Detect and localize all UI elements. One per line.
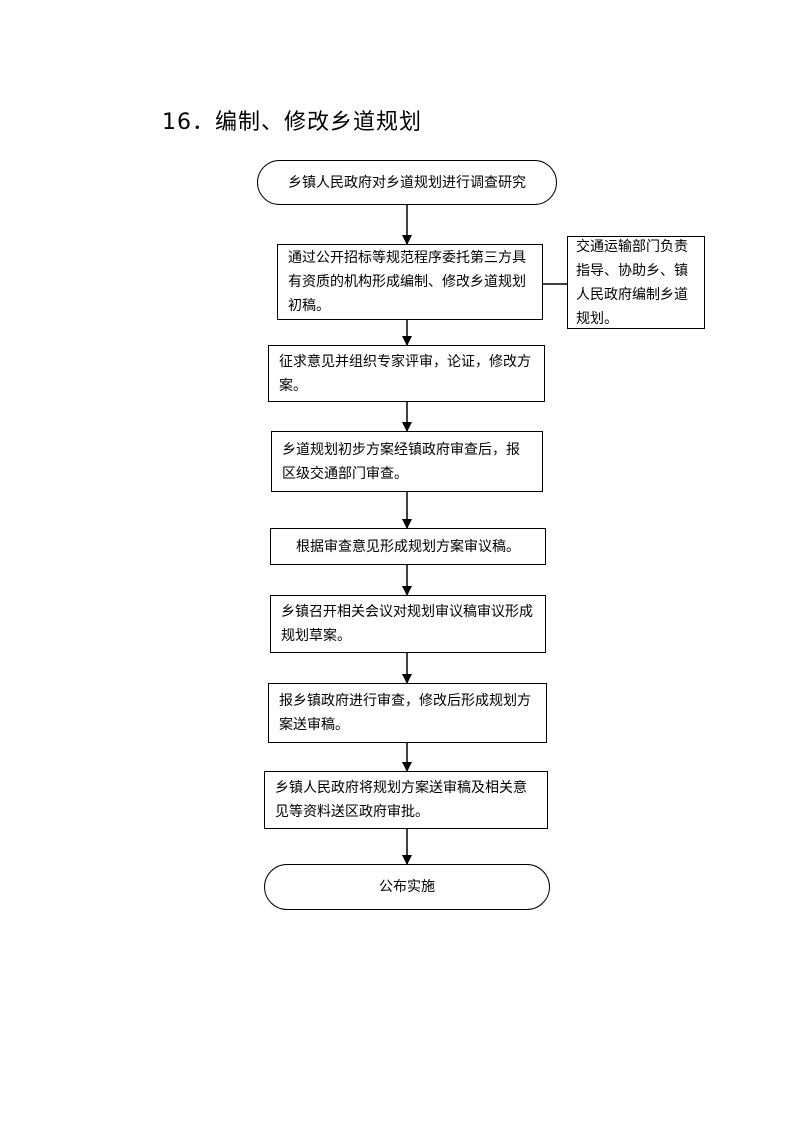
flow-step-5-text: 乡镇召开相关会议对规划审议稿审议形成规划草案。: [281, 604, 533, 644]
flow-step-6: 报乡镇政府进行审查，修改后形成规划方案送审稿。: [268, 683, 547, 743]
flow-side-note-text: 交通运输部门负责指导、协助乡、镇人民政府编制乡道规划。: [576, 238, 688, 327]
flow-step-1: 通过公开招标等规范程序委托第三方具有资质的机构形成编制、修改乡道规划初稿。: [277, 244, 543, 320]
flow-step-6-text: 报乡镇政府进行审查，修改后形成规划方案送审稿。: [279, 693, 531, 733]
flow-side-note: 交通运输部门负责指导、协助乡、镇人民政府编制乡道规划。: [567, 236, 705, 329]
flow-step-4: 根据审查意见形成规划方案审议稿。: [270, 528, 546, 565]
flow-step-1-text: 通过公开招标等规范程序委托第三方具有资质的机构形成编制、修改乡道规划初稿。: [288, 250, 526, 314]
flow-step-5: 乡镇召开相关会议对规划审议稿审议形成规划草案。: [270, 595, 546, 653]
flow-step-2-text: 征求意见并组织专家评审，论证，修改方案。: [279, 353, 531, 394]
flow-step-4-text: 根据审查意见形成规划方案审议稿。: [296, 538, 520, 555]
flow-step-2: 征求意见并组织专家评审，论证，修改方案。: [268, 345, 545, 402]
flow-step-7-text: 乡镇人民政府将规划方案送审稿及相关意见等资料送区政府审批。: [275, 780, 527, 820]
flow-end-node: 公布实施: [264, 864, 550, 910]
page-title: 16．编制、修改乡道规划: [162, 110, 422, 135]
flow-step-3-text: 乡道规划初步方案经镇政府审查后，报区级交通部门审查。: [282, 441, 520, 482]
flow-step-7: 乡镇人民政府将规划方案送审稿及相关意见等资料送区政府审批。: [264, 771, 548, 829]
flow-step-3: 乡道规划初步方案经镇政府审查后，报区级交通部门审查。: [271, 431, 543, 492]
flow-start-text: 乡镇人民政府对乡道规划进行调查研究: [288, 174, 526, 191]
flow-end-text: 公布实施: [379, 879, 435, 895]
flow-start-node: 乡镇人民政府对乡道规划进行调查研究: [257, 160, 557, 205]
